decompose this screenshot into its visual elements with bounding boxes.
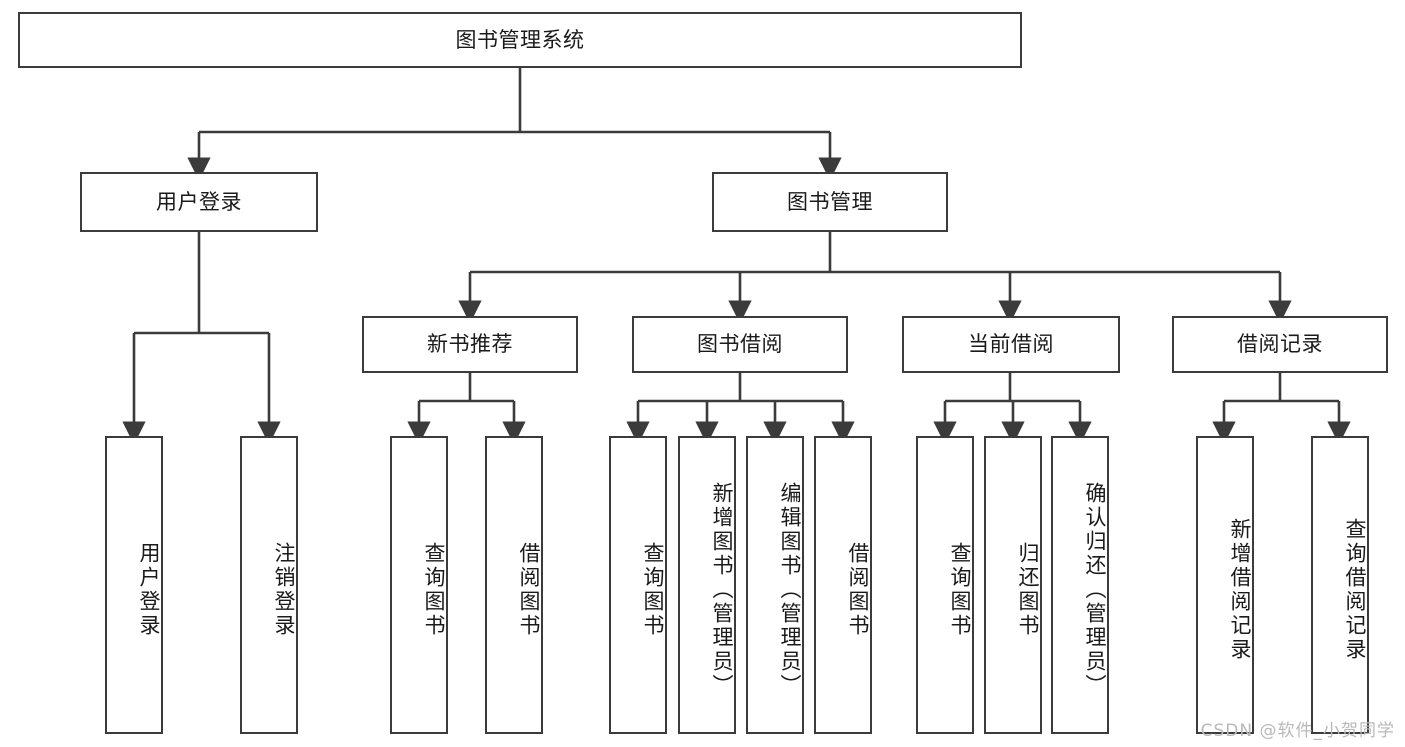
leaf-add-borrow-record[interactable]: 新增借阅记录: [1196, 436, 1254, 734]
leaf-query-book-current[interactable]: 查询图书: [916, 436, 974, 734]
leaf-user-login[interactable]: 用户登录: [105, 436, 163, 734]
node-label: 图书管理系统: [455, 27, 585, 52]
node-label: 用户登录: [137, 542, 161, 638]
leaf-borrow-book[interactable]: 借阅图书: [814, 436, 872, 734]
leaf-query-book-new[interactable]: 查询图书: [390, 436, 448, 734]
node-label: 借阅图书: [517, 542, 541, 638]
node-label: 借阅图书: [846, 542, 870, 638]
node-label: 图书管理: [787, 189, 873, 214]
node-label: 当前借阅: [968, 332, 1054, 357]
node-borrow-record[interactable]: 借阅记录: [1172, 316, 1388, 373]
node-book-management[interactable]: 图书管理: [712, 172, 948, 232]
leaf-add-book-admin[interactable]: 新增图书（管理员）: [678, 436, 736, 734]
leaf-query-book-borrow[interactable]: 查询图书: [609, 436, 667, 734]
node-label: 确认归还（管理员）: [1083, 482, 1107, 698]
node-label: 查询借阅记录: [1343, 518, 1367, 662]
node-label: 查询图书: [948, 542, 972, 638]
node-current-borrow[interactable]: 当前借阅: [902, 316, 1120, 373]
node-label: 新增图书（管理员）: [710, 482, 734, 698]
node-user-login[interactable]: 用户登录: [80, 172, 318, 232]
leaf-logout[interactable]: 注销登录: [240, 436, 298, 734]
node-label: 查询图书: [422, 542, 446, 638]
leaf-query-borrow-record[interactable]: 查询借阅记录: [1311, 436, 1369, 734]
node-new-book-recommend[interactable]: 新书推荐: [362, 316, 578, 373]
node-label: 归还图书: [1016, 542, 1040, 638]
node-label: 图书借阅: [697, 332, 783, 357]
csdn-watermark: CSDN @软件_小贺同学: [1200, 721, 1395, 741]
node-root-system[interactable]: 图书管理系统: [18, 12, 1022, 68]
leaf-return-book[interactable]: 归还图书: [984, 436, 1042, 734]
node-label: 借阅记录: [1237, 332, 1323, 357]
node-label: 注销登录: [272, 542, 296, 638]
node-label: 编辑图书（管理员）: [778, 482, 802, 698]
leaf-edit-book-admin[interactable]: 编辑图书（管理员）: [746, 436, 804, 734]
leaf-confirm-return-admin[interactable]: 确认归还（管理员）: [1051, 436, 1109, 734]
node-label: 用户登录: [156, 189, 242, 214]
node-label: 查询图书: [641, 542, 665, 638]
node-book-borrow[interactable]: 图书借阅: [632, 316, 848, 373]
node-label: 新增借阅记录: [1228, 518, 1252, 662]
leaf-borrow-book-new[interactable]: 借阅图书: [485, 436, 543, 734]
node-label: 新书推荐: [427, 332, 513, 357]
